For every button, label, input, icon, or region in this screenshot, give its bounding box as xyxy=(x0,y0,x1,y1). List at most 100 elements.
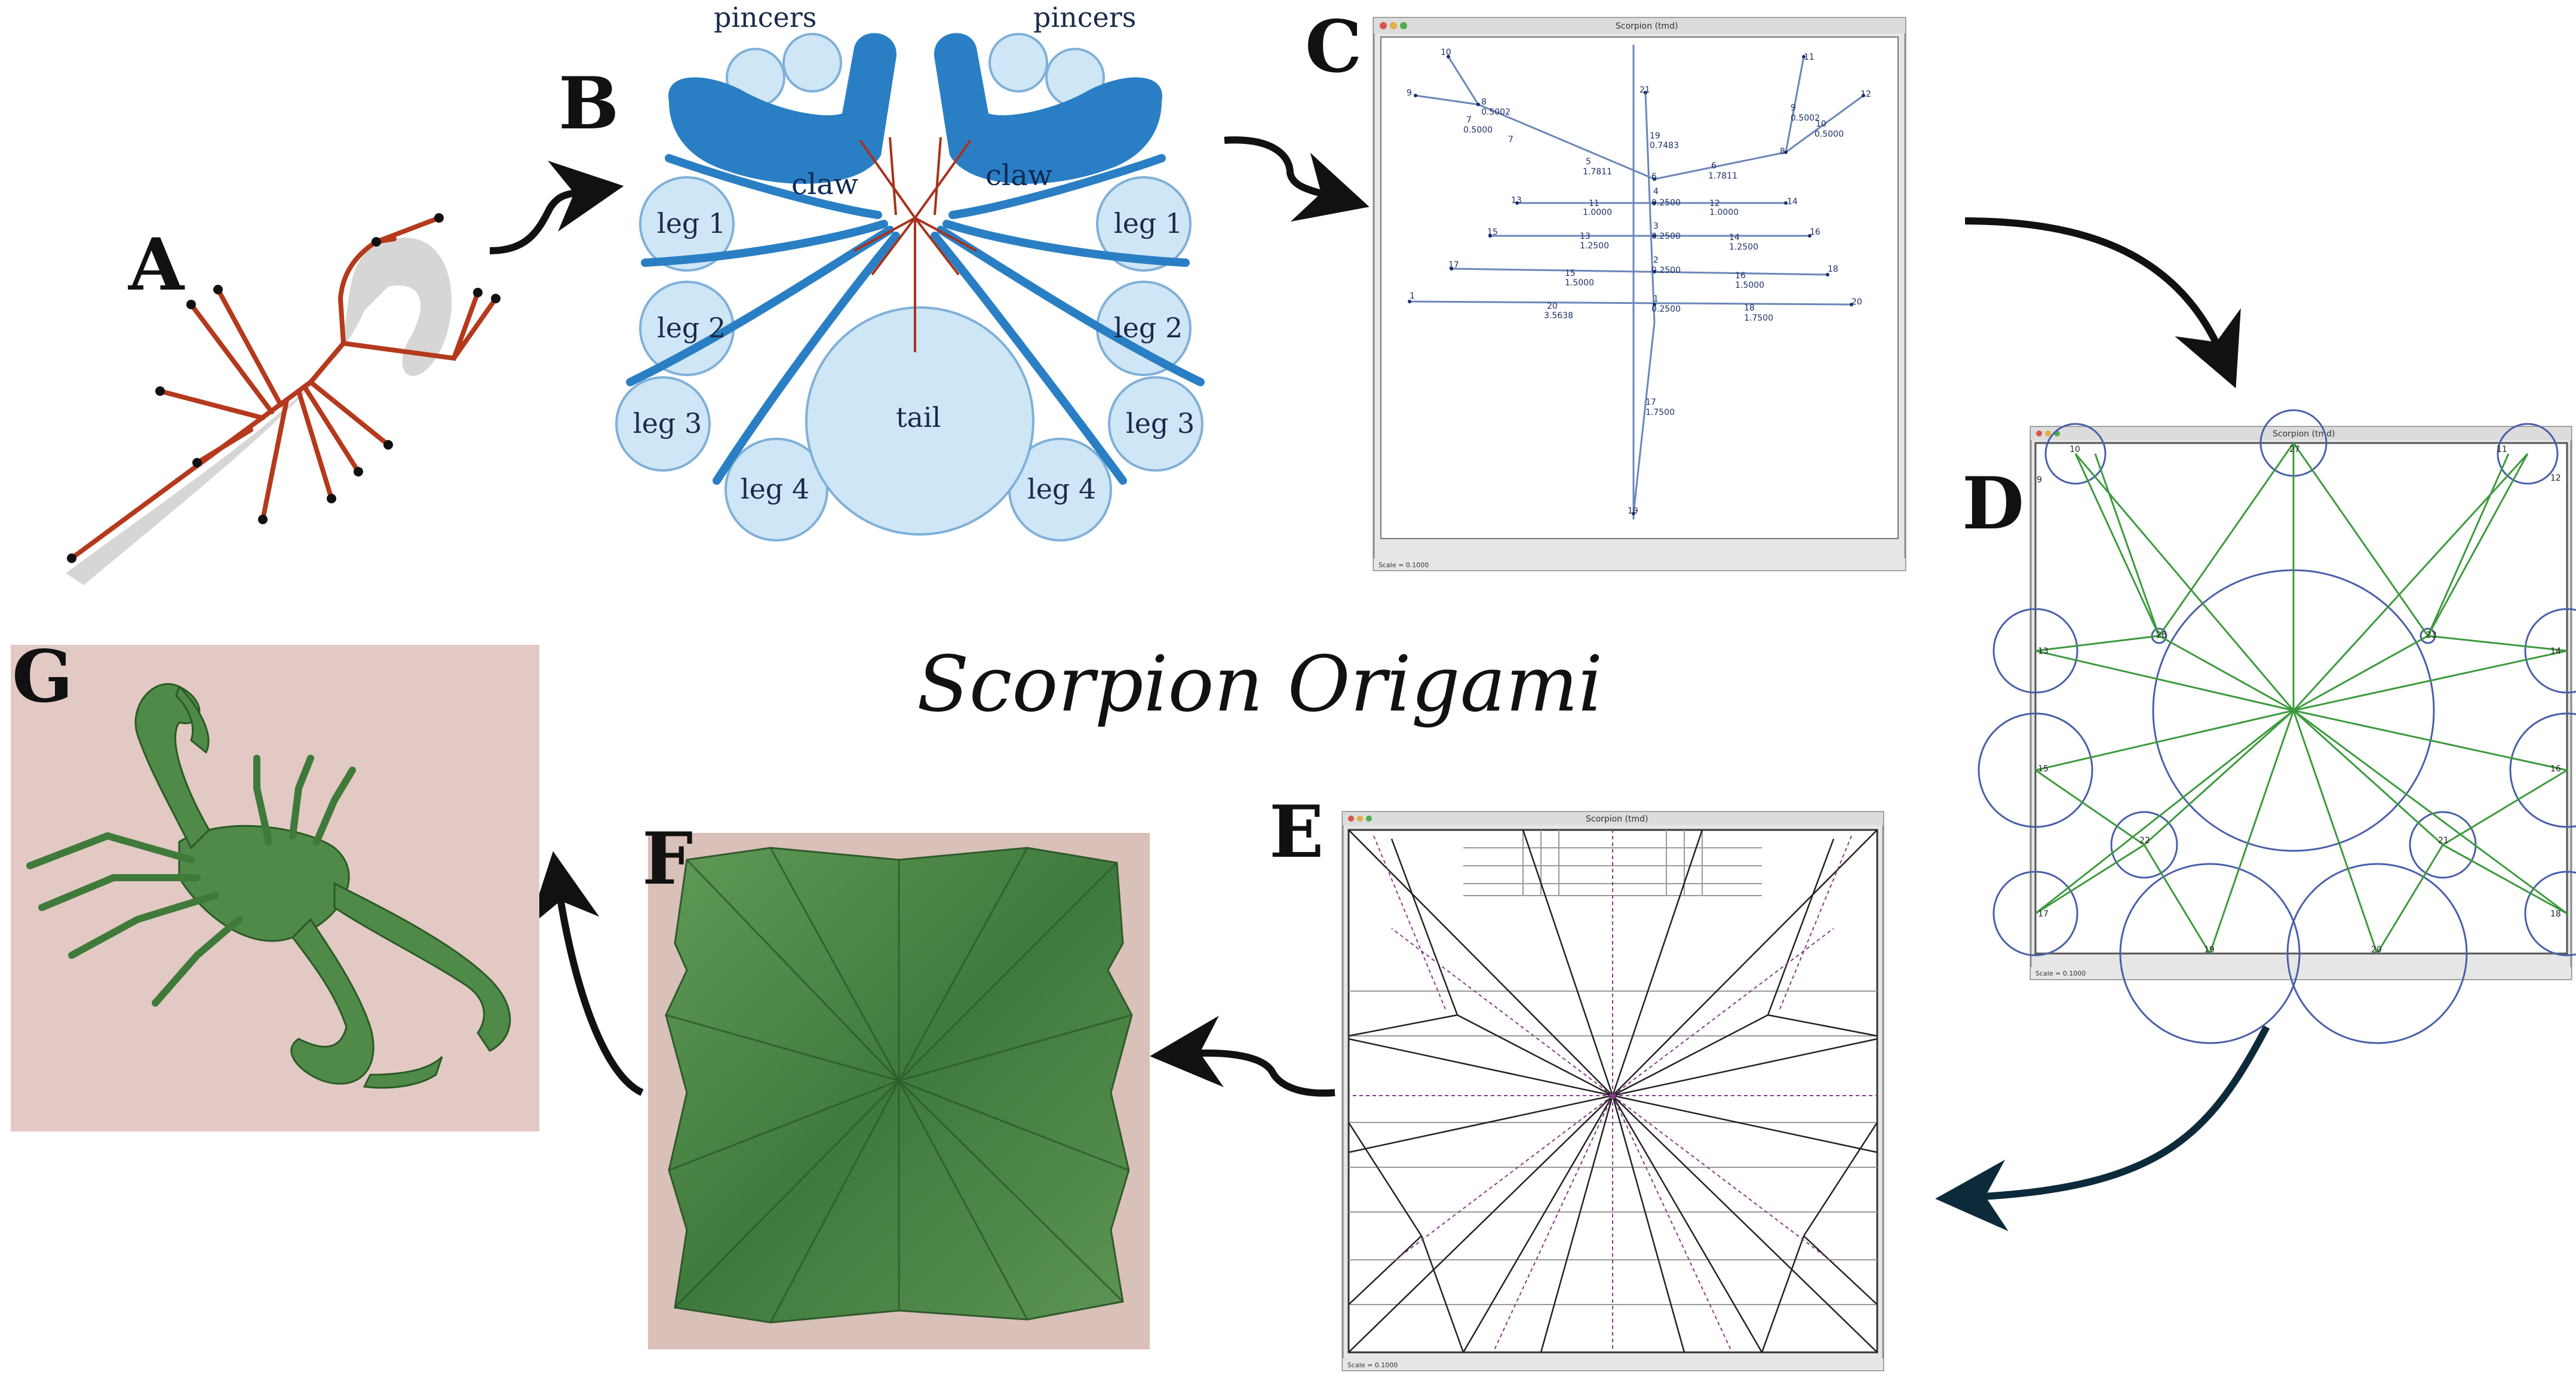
tree-label: 0.2500 xyxy=(1651,266,1681,275)
tree-label: 10 xyxy=(1441,48,1451,57)
panel-a: A xyxy=(66,213,501,585)
stick-leg-7 xyxy=(302,385,361,474)
leg-bubble xyxy=(615,376,711,472)
circle-label: 27 xyxy=(2289,445,2300,454)
window-titlebar xyxy=(1343,812,1883,825)
tree-label: 17 xyxy=(1645,398,1656,407)
label-leg3-right: leg 3 xyxy=(1126,407,1195,439)
circle-label: 15 xyxy=(2038,764,2049,774)
panel-letter-c: C xyxy=(1305,5,1362,89)
panel-letter-e: E xyxy=(1269,790,1324,874)
claw-shapes xyxy=(668,33,1162,184)
minimize-icon[interactable] xyxy=(1357,816,1363,822)
panel-e: E Scorpion (tmd) Scale = 0.1000 xyxy=(1269,790,1884,1371)
tree-label: 1.7500 xyxy=(1645,408,1675,417)
tree-label: 1.2500 xyxy=(1580,241,1609,251)
circle-label: 13 xyxy=(2038,647,2049,656)
window-title: Scorpion (tmd) xyxy=(1586,814,1648,824)
zoom-icon[interactable] xyxy=(1366,816,1372,822)
tree-edges xyxy=(1409,45,1864,519)
stick-neck xyxy=(308,216,441,385)
circle-label: 12 xyxy=(2550,473,2561,483)
circle-label: 18 xyxy=(2550,909,2561,919)
tree-label: 12 xyxy=(1709,199,1720,208)
stick-figure xyxy=(69,216,498,561)
label-claw-left: claw xyxy=(791,168,858,201)
panel-d: D Scorpion (tmd) Scale = 0.1000 xyxy=(1962,409,2576,1044)
window-title: Scorpion (tmd) xyxy=(2273,429,2335,439)
minimize-icon[interactable] xyxy=(2045,430,2051,436)
scorpion-claw-right xyxy=(333,882,511,1052)
label-leg4-right: leg 4 xyxy=(1027,473,1096,505)
label-leg3-left: leg 3 xyxy=(633,407,702,439)
tree-label: 10 xyxy=(1816,119,1826,129)
tree-label: 9 xyxy=(1407,88,1412,98)
stick-leg-5 xyxy=(260,398,289,522)
tree-label: 3.5638 xyxy=(1544,311,1573,321)
tree-label: 2 xyxy=(1653,256,1659,265)
tree-label: 15 xyxy=(1565,269,1576,278)
stick-leg-6 xyxy=(296,389,334,501)
zoom-icon[interactable] xyxy=(1400,22,1407,29)
circle-label: 17 xyxy=(2038,909,2049,919)
tree-label: 0.7483 xyxy=(1650,141,1679,150)
close-icon[interactable] xyxy=(1380,22,1387,29)
window-titlebar xyxy=(1374,18,1905,33)
tree-label: 12 xyxy=(1860,90,1871,99)
scorpion-claw-left xyxy=(290,918,374,1085)
arrow-e-to-f xyxy=(1150,1016,1335,1097)
crease-valley xyxy=(1349,830,1877,1353)
leg-bubble xyxy=(1108,376,1203,472)
window-status: Scale = 0.1000 xyxy=(1378,561,1429,569)
leg-bubble xyxy=(724,438,828,542)
circle-canvas[interactable] xyxy=(2034,442,2568,955)
scorpion-stinger xyxy=(175,685,210,754)
stick-leg-1 xyxy=(216,287,283,407)
stick-leg-2 xyxy=(189,302,274,414)
tree-label: 0.2500 xyxy=(1651,305,1681,314)
claw-left xyxy=(668,33,896,184)
tree-label: 20 xyxy=(1547,302,1558,311)
tree-label: 11 xyxy=(1589,199,1599,208)
pincer-bubble xyxy=(782,33,842,93)
close-icon[interactable] xyxy=(1348,816,1354,822)
stick-leg-3 xyxy=(158,389,265,420)
panel-letter-g: G xyxy=(12,635,73,719)
circle-label: 21 xyxy=(2438,836,2449,845)
tree-label: 1.7500 xyxy=(1744,313,1773,323)
center-sticks xyxy=(853,137,977,352)
tree-label: 13 xyxy=(1580,232,1591,241)
tree-label: 9 xyxy=(1791,103,1796,113)
tree-label: 1.2500 xyxy=(1729,242,1758,252)
panel-letter-a: A xyxy=(128,223,185,307)
arrow-a-to-b xyxy=(489,161,624,254)
label-pincers-left: pincers xyxy=(714,1,816,33)
tree-label: 0.5000 xyxy=(1814,130,1844,139)
panel-g: G xyxy=(11,635,539,1131)
window-statusbar xyxy=(1343,1358,1883,1370)
scorpion-legs xyxy=(26,755,356,1007)
label-tail: tail xyxy=(896,401,941,433)
label-leg2-right: leg 2 xyxy=(1114,312,1183,344)
tree-label: 18 xyxy=(1744,303,1755,313)
label-leg2-left: leg 2 xyxy=(657,312,726,344)
circle-label: 26 xyxy=(2156,630,2167,640)
circle-label: 20 xyxy=(2371,945,2382,955)
tree-label: 3 xyxy=(1653,222,1659,231)
scorpion-shadow xyxy=(66,238,452,585)
tree-label: 20 xyxy=(1852,297,1862,307)
packing-circles xyxy=(1978,409,2576,1044)
panel-b: B xyxy=(558,1,1205,542)
tree-label: 1 xyxy=(1410,291,1415,301)
minimize-icon[interactable] xyxy=(1390,22,1397,29)
tree-label: 17 xyxy=(1448,260,1459,270)
circle-label: 9 xyxy=(2037,475,2042,485)
circle-label: 22 xyxy=(2139,836,2150,845)
close-icon[interactable] xyxy=(2036,430,2042,436)
circle-label: 11 xyxy=(2497,445,2507,454)
window-titlebar xyxy=(2031,427,2571,440)
fold-lines xyxy=(665,847,1132,1323)
crease-mountain xyxy=(1347,829,1878,1353)
stick-leg-4 xyxy=(195,427,253,465)
